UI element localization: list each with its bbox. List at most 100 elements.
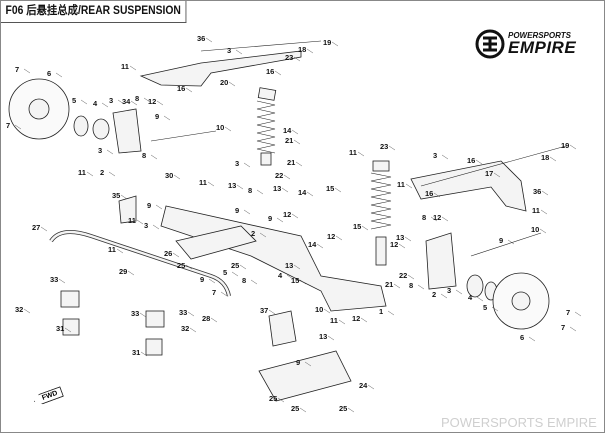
leader-line <box>357 151 365 157</box>
leader-line <box>334 187 342 193</box>
leader-line <box>304 361 312 367</box>
disc-hub <box>511 291 531 311</box>
leader-line <box>259 232 267 238</box>
leader-line <box>528 336 536 342</box>
part-callout: 32 <box>15 305 23 314</box>
part-callout: 19 <box>561 141 569 150</box>
part-callout: 7 <box>6 121 10 130</box>
leader-line <box>101 102 109 108</box>
leader-line <box>293 139 301 145</box>
part-callout: 36 <box>533 187 541 196</box>
part-callout: 10 <box>531 225 539 234</box>
leader-line <box>569 326 577 332</box>
part-callout: 7 <box>15 65 19 74</box>
part-callout: 12 <box>283 210 291 219</box>
part-callout: 6 <box>47 69 51 78</box>
leader-line <box>143 97 151 103</box>
part-callout: 33 <box>179 308 187 317</box>
leader-line <box>455 289 463 295</box>
leader-line <box>187 311 195 317</box>
leader-line <box>23 68 31 74</box>
upper-a-arm-left <box>139 50 302 87</box>
logo-line2: EMPIRE <box>508 38 577 57</box>
part-callout: 3 <box>109 96 113 105</box>
leader-line <box>163 115 171 121</box>
leader-line <box>299 279 307 285</box>
part-callout: 3 <box>433 151 437 160</box>
part-callout: 18 <box>298 45 306 54</box>
leader-line <box>58 278 66 284</box>
page-title: F06 后悬挂总成/REAR SUSPENSION <box>1 1 187 23</box>
part-callout: 14 <box>283 126 292 135</box>
part-callout: 1 <box>379 307 383 316</box>
leader-line <box>189 327 197 333</box>
part-callout: 21 <box>285 136 293 145</box>
leader-line <box>338 319 346 325</box>
part-callout: 7 <box>566 308 570 317</box>
leader-line <box>367 384 375 390</box>
leader-line <box>306 191 314 197</box>
part-callout: 9 <box>200 275 204 284</box>
part-callout: 2 <box>251 229 255 238</box>
leader-line <box>55 72 63 78</box>
part-callout: 36 <box>197 34 205 43</box>
leader-line <box>117 99 125 105</box>
bearing-left <box>73 115 89 137</box>
leader-line <box>152 224 160 230</box>
part-callout: 5 <box>223 268 227 277</box>
skid-plate-lower <box>258 350 352 402</box>
leader-line <box>295 161 303 167</box>
part-callout: 12 <box>390 240 398 249</box>
part-callout: 11 <box>78 168 86 177</box>
part-callout: 3 <box>227 46 231 55</box>
disc-hub <box>28 98 50 120</box>
part-callout: 14 <box>298 188 307 197</box>
part-callout: 13 <box>228 181 236 190</box>
part-callout: 10 <box>315 305 323 314</box>
leader-line <box>393 283 401 289</box>
part-callout: 15 <box>353 222 361 231</box>
leader-line <box>250 279 258 285</box>
part-callout: 24 <box>359 381 368 390</box>
part-callout: 18 <box>541 153 549 162</box>
part-callout: 9 <box>296 358 300 367</box>
part-callout: 20 <box>220 78 228 87</box>
part-callout: 2 <box>432 290 436 299</box>
leader-line <box>539 228 547 234</box>
part-callout: 3 <box>447 286 451 295</box>
leader-line <box>327 335 335 341</box>
leader-line <box>228 81 236 87</box>
leader-line <box>235 49 243 55</box>
part-callout: 16 <box>467 156 475 165</box>
shock-absorber-right <box>370 160 392 266</box>
part-callout: 31 <box>56 324 64 333</box>
leader-line <box>316 243 324 249</box>
leader-line <box>185 87 193 93</box>
leader-line <box>231 271 239 277</box>
part-callout: 10 <box>216 123 224 132</box>
part-callout: 26 <box>164 249 172 258</box>
part-callout: 11 <box>199 178 207 187</box>
part-callout: 21 <box>385 280 393 289</box>
leader-line <box>210 317 218 323</box>
part-callout: 13 <box>319 332 327 341</box>
leader-line <box>306 48 314 54</box>
part-callout: 25 <box>269 394 277 403</box>
leader-line <box>208 278 216 284</box>
leader-line <box>549 156 557 162</box>
part-callout: 22 <box>399 271 407 280</box>
leader-line <box>256 189 264 195</box>
leader-line <box>185 264 193 270</box>
leader-line <box>150 154 158 160</box>
leader-line <box>108 171 116 177</box>
leader-line <box>347 407 355 413</box>
leader-line <box>407 274 415 280</box>
bolt <box>470 232 542 257</box>
part-callout: 35 <box>112 191 120 200</box>
part-callout: 3 <box>144 221 148 230</box>
part-callout: 27 <box>32 223 40 232</box>
bushing <box>62 318 80 336</box>
